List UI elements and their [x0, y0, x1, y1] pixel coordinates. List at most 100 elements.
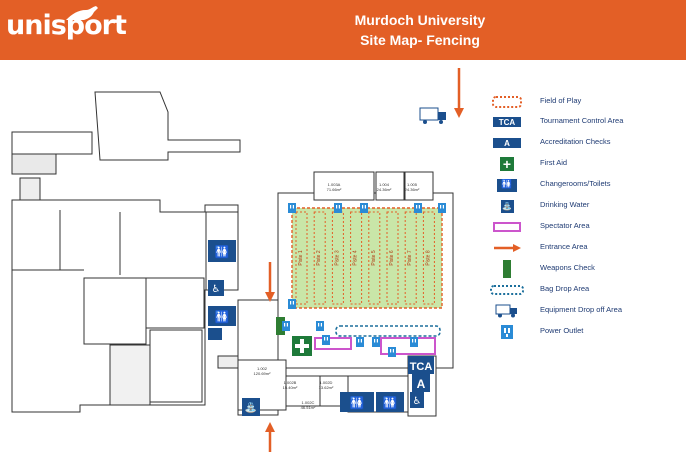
- legend-label: Power Outlet: [540, 326, 584, 335]
- left-building: [11, 91, 247, 413]
- legend-item: Bag Drop Area: [490, 281, 686, 299]
- room-area: 120.69m²: [254, 371, 272, 376]
- changerooms-toilets-icon: 🚻: [490, 176, 524, 194]
- legend-item: TCA Tournament Control Area: [490, 113, 686, 131]
- legend-label: Accreditation Checks: [540, 137, 611, 146]
- power-outlet-icon: [288, 299, 296, 309]
- room-code: 1.002D: [320, 380, 333, 385]
- weapons-check-icon: [490, 260, 524, 278]
- power-outlet-icon: [438, 203, 446, 213]
- spectator-area-icon: [490, 218, 524, 236]
- power-outlet-icon: [356, 337, 364, 347]
- piste-label: Piste 4: [353, 250, 359, 266]
- svg-text:⛲: ⛲: [245, 401, 257, 414]
- legend-item: 🚻 Changerooms/Toilets: [490, 176, 686, 194]
- first-aid-icon: [292, 336, 312, 356]
- accreditation-icon: A: [490, 134, 524, 152]
- legend-item: Power Outlet: [490, 323, 686, 341]
- piste-label: Piste 2: [316, 250, 322, 266]
- power-outlet-icon: [360, 203, 368, 213]
- legend-item: A Accreditation Checks: [490, 134, 686, 152]
- site-map: Piste 1 Piste 2 Piste 3 Piste 4 Piste 5 Piste…: [11, 68, 464, 452]
- svg-text:🚻: 🚻: [215, 310, 230, 324]
- svg-text:♿: ♿: [212, 284, 221, 295]
- power-outlet-icon: [316, 321, 324, 331]
- legend-item: ⛲ Drinking Water: [490, 197, 686, 215]
- room-code: 1.002: [257, 366, 268, 371]
- equipment-truck-icon: [490, 302, 524, 320]
- room-area: 15.40m²: [283, 385, 298, 390]
- changerooms-toilets-icon: [208, 240, 404, 412]
- weapons-check-area: [276, 317, 285, 335]
- tca-marker: TCA: [408, 356, 434, 374]
- legend-label: Field of Play: [540, 96, 582, 105]
- legend-item: Field of Play: [490, 93, 686, 111]
- legend-label: Changerooms/Toilets: [540, 179, 611, 188]
- piste-4: [350, 211, 363, 305]
- piste-5: [368, 211, 381, 305]
- room-area: 46.51m²: [301, 405, 316, 410]
- room-area: 13.62m²: [319, 385, 334, 390]
- first-aid-icon: +: [490, 155, 524, 173]
- header-bar: unisport Murdoch University Site Map- Fe…: [0, 0, 686, 60]
- piste-8: [422, 211, 435, 305]
- power-outlet-icon: [322, 335, 330, 345]
- page-title-line-1: Murdoch University: [354, 12, 486, 28]
- legend-item: Entrance Area: [490, 239, 686, 257]
- unisport-logo: unisport: [6, 10, 127, 41]
- bag-drop-icon: [490, 281, 524, 299]
- piste-1: [295, 211, 308, 305]
- spectator-area-left: [314, 337, 352, 350]
- legend-label: Drinking Water: [540, 200, 590, 209]
- power-outlet-icon: [388, 347, 396, 357]
- kangaroo-logo-icon: [66, 6, 98, 20]
- piste-label: Piste 8: [425, 250, 431, 266]
- room-area: 24.36m²: [377, 187, 392, 192]
- page-title-line-2: Site Map- Fencing: [360, 32, 480, 48]
- svg-text:🚻: 🚻: [383, 396, 398, 410]
- accreditation-marker: A: [412, 374, 430, 392]
- drinking-water-icon: ⛲: [500, 199, 514, 213]
- power-outlet-icon: [410, 337, 418, 347]
- piste-label: Piste 3: [334, 250, 340, 266]
- piste-label: Piste 5: [371, 250, 377, 266]
- field-of-play: Piste 1 Piste 2 Piste 3 Piste 4 Piste 5 Piste…: [291, 207, 443, 309]
- room-code: 1.002B: [284, 380, 297, 385]
- entrance-arrow-icon: [265, 68, 464, 452]
- tca-icon: TCA: [490, 113, 524, 131]
- legend-label: Bag Drop Area: [540, 284, 590, 293]
- piste-6: [386, 211, 399, 305]
- piste-label: Piste 7: [407, 250, 413, 266]
- bag-drop-area: [335, 325, 441, 337]
- accessible-icon: [208, 280, 424, 408]
- equipment-truck-icon: [419, 107, 446, 124]
- room-area: 24.36m²: [405, 187, 420, 192]
- legend-item: Spectator Area: [490, 218, 686, 236]
- svg-text:🚻: 🚻: [215, 245, 230, 259]
- legend-item: Weapons Check: [490, 260, 686, 278]
- svg-text:A: A: [417, 377, 426, 391]
- field-of-play-icon: [490, 93, 524, 111]
- piste-7: [404, 211, 417, 305]
- piste-label: Piste 6: [389, 250, 395, 266]
- legend-label: Entrance Area: [540, 242, 588, 251]
- svg-text:TCA: TCA: [410, 361, 433, 373]
- spectator-area-right: [380, 337, 436, 355]
- legend-label: Tournament Control Area: [540, 116, 624, 125]
- power-outlet-icons: [282, 203, 446, 357]
- room-code: 1.003A: [328, 182, 341, 187]
- legend-label: Equipment Drop off Area: [540, 305, 622, 314]
- power-outlet-icon: [334, 203, 342, 213]
- legend-label: Weapons Check: [540, 263, 595, 272]
- legend-label: Spectator Area: [540, 221, 590, 230]
- power-outlet-icon: [414, 203, 422, 213]
- piste-2: [313, 211, 326, 305]
- room-code: 1.005: [407, 182, 418, 187]
- legend-label: First Aid: [540, 158, 568, 167]
- legend-item: + First Aid: [490, 155, 686, 173]
- room-code: 1.004: [379, 182, 390, 187]
- piste-label: Piste 1: [298, 250, 304, 266]
- svg-text:🚻: 🚻: [350, 396, 365, 410]
- power-outlet-icon: [372, 337, 380, 347]
- room-area: 71.66m²: [327, 187, 342, 192]
